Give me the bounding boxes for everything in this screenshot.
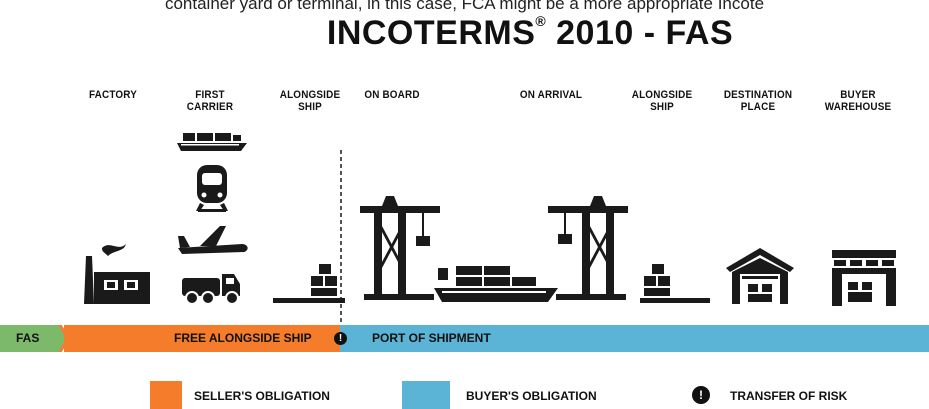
legend-buyer-label: BUYER'S OBLIGATION <box>466 389 597 403</box>
plane-icon <box>178 226 248 254</box>
legend-seller-label: SELLER'S OBLIGATION <box>194 389 330 403</box>
legend-risk-label: TRANSFER OF RISK <box>730 389 848 403</box>
title-main: INCOTERMS <box>326 14 536 52</box>
registered-mark: ® <box>535 12 547 29</box>
buyer-bar-label: PORT OF SHIPMENT <box>372 331 491 345</box>
pallet-boxes-icon <box>273 264 345 303</box>
crane-icon <box>548 196 628 300</box>
buyer-obligation-bar <box>340 325 929 352</box>
train-icon <box>196 165 228 212</box>
fas-tag-label: FAS <box>16 331 40 345</box>
legend-buyer-swatch <box>402 381 450 409</box>
stage-factory: FACTORY <box>88 89 138 101</box>
title-rest: 2010 - FAS <box>546 14 734 52</box>
risk-divider-line <box>340 150 342 326</box>
stage-on-board: ON BOARD <box>364 89 420 101</box>
pallet-boxes-icon <box>640 264 710 303</box>
warehouse-icon <box>726 248 794 304</box>
stage-on-arrival: ON ARRIVAL <box>519 89 583 101</box>
crane-icon <box>360 196 440 300</box>
legend-risk-icon: ! <box>692 386 710 404</box>
warehouse-icon <box>832 250 896 306</box>
container-ship-icon <box>434 266 558 302</box>
factory-icon <box>84 244 150 304</box>
diagram-title: INCOTERMS® 2010 - FAS <box>300 12 760 53</box>
ship-icon <box>177 133 247 151</box>
truck-icon <box>182 274 240 305</box>
legend-seller-swatch <box>150 381 182 409</box>
seller-obligation-bar <box>64 325 340 352</box>
seller-bar-label: FREE ALONGSIDE SHIP <box>174 331 312 345</box>
cut-off-sentence: container yard or terminal, in this case… <box>164 0 765 13</box>
risk-transfer-marker: ! <box>334 332 347 345</box>
